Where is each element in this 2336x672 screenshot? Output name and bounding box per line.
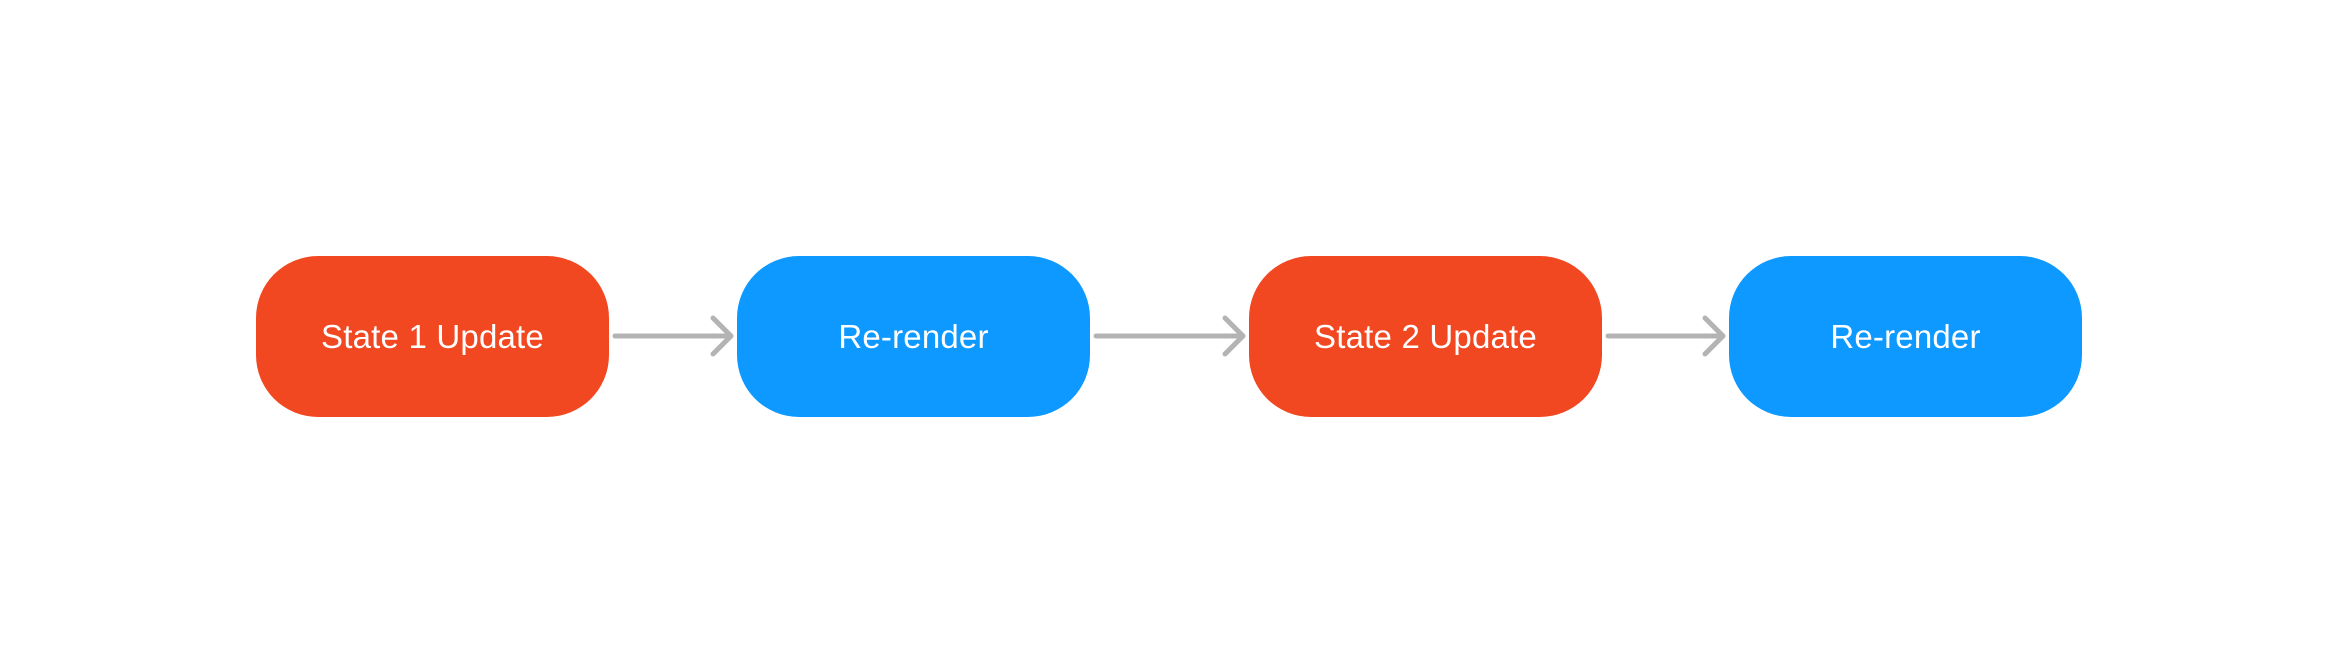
node-label: State 1 Update xyxy=(321,317,544,355)
arrow-state2-to-rerender xyxy=(1604,300,1729,372)
arrow-state1-to-rerender xyxy=(611,300,737,372)
node-label: Re-render xyxy=(838,317,989,355)
node-re-render-1: Re-render xyxy=(737,256,1090,417)
node-state-2-update: State 2 Update xyxy=(1249,256,1602,417)
arrow-rerender-to-state2 xyxy=(1092,300,1249,372)
arrow-right-icon xyxy=(1605,315,1726,357)
node-label: State 2 Update xyxy=(1314,317,1537,355)
node-re-render-2: Re-render xyxy=(1729,256,2082,417)
arrow-right-icon xyxy=(612,315,734,357)
node-label: Re-render xyxy=(1830,317,1981,355)
node-state-1-update: State 1 Update xyxy=(256,256,609,417)
arrow-right-icon xyxy=(1093,315,1246,357)
